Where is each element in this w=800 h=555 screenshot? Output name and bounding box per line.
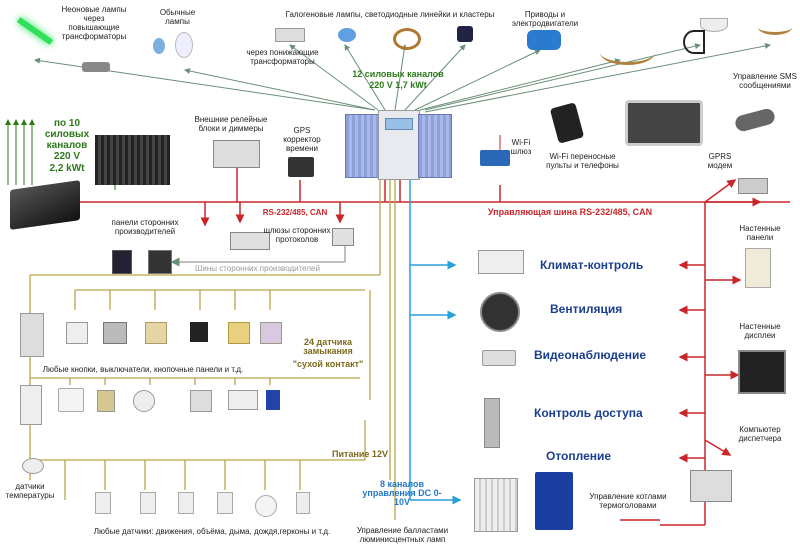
socket-7 (266, 390, 280, 410)
socket-4 (133, 390, 155, 412)
gprs-modem (738, 178, 768, 194)
relay-rack (95, 135, 170, 185)
camera-icon (482, 350, 516, 366)
neon-lamps-label: Неоновые лампы через повышающие трансфор… (61, 5, 127, 41)
wall-panel (745, 248, 771, 288)
wifi-gateway (480, 150, 510, 166)
heating-label: Отопление (546, 449, 612, 463)
sensor-2 (140, 492, 156, 514)
dry24-label: 24 датчика замыкания (303, 337, 353, 356)
socket-6 (228, 390, 258, 410)
wall-displays-label: Настенные дисплеи (739, 322, 781, 340)
socket-1 (20, 385, 42, 425)
sensor-4 (217, 492, 233, 514)
video-surveillance-label: Видеонаблюдение (534, 348, 647, 362)
control-bus-lines (72, 165, 790, 526)
sensor-1 (95, 492, 111, 514)
gps-label: GPS корректор времени (283, 126, 321, 153)
ac-unit-icon (478, 250, 524, 274)
wifi-gateway-label: Wi-Fi шлюз (510, 138, 532, 156)
fan-icon (480, 292, 520, 332)
power12-label: Питание 12V (332, 449, 388, 459)
boilers-label: Управление котлами термоголовами (589, 492, 667, 510)
button-panel-6 (228, 322, 250, 344)
ceiling-lamp-icon (700, 18, 728, 32)
bulb-icon-1 (153, 38, 165, 54)
voltage12-label: 220 V 1,7 kWt (369, 80, 427, 90)
transformer (82, 62, 110, 72)
third-party-panel-2 (148, 250, 172, 274)
chandelier-icon (600, 40, 655, 65)
boiler-icon (535, 472, 573, 530)
access-control-label: Контроль доступа (534, 406, 643, 420)
ordinary-lamps-label: Обычные лампы (159, 8, 196, 26)
socket-2 (58, 388, 84, 412)
radiator-icon (474, 478, 518, 532)
control-bus-label: Управляющая шина RS-232/485, CAN (487, 207, 653, 217)
temp-sensors-label: датчики температуры (5, 482, 55, 500)
channels12-label: 12 силовых каналов (352, 69, 444, 79)
ballast-label: Управление балластами люминисцентных лам… (356, 526, 449, 544)
dispatcher-computer (690, 470, 732, 502)
gps-device (288, 157, 314, 177)
step-down-transformer (275, 28, 305, 42)
sensors-label: Любые датчики: движения, объёма, дыма, д… (93, 527, 331, 536)
dispatcher-label: Компьютер диспетчера (738, 425, 782, 443)
gateway-2 (332, 228, 354, 246)
wall-display (738, 350, 786, 394)
button-panel-2 (66, 322, 88, 344)
drives-label: Приводы и электродвигатели (511, 10, 579, 28)
input-lines (29, 175, 396, 520)
dc8-label: 8 каналов управления DC 0-10V (362, 479, 442, 507)
third-panels-label: панели сторонних производителей (111, 218, 179, 236)
third-buses-label: Шины сторонних производителей (195, 264, 320, 273)
button-panel-4 (145, 322, 167, 344)
central-controller (345, 110, 452, 180)
gateway-1 (230, 232, 270, 250)
chandelier-small-icon (758, 20, 792, 35)
wall-panels-label: Настенные панели (739, 224, 781, 242)
third-party-panel-1 (112, 250, 132, 274)
relay-blocks-label: Внешние релейные блоки и диммеры (194, 115, 268, 133)
rs-can-left-label: RS-232/485, CAN (262, 208, 328, 217)
climate-control-label: Климат-контроль (540, 258, 644, 272)
socket-5 (190, 390, 212, 412)
channels10-label: по 10 силовых каналов (44, 118, 90, 151)
button-panel-1 (20, 313, 44, 357)
touch-panel (625, 100, 703, 146)
sensor-3 (178, 492, 194, 514)
sms-label: Управление SMS сообщениями (732, 72, 798, 90)
wifi-phones-label: Wi-Fi переносные пульты и телефоны (546, 152, 619, 170)
smoke-sensor (255, 495, 277, 517)
button-panel-7 (260, 322, 282, 344)
cluster-icon (457, 26, 473, 42)
wall-lamp-icon (683, 30, 705, 54)
halogen-icon (338, 28, 356, 42)
ventilation-label: Вентиляция (550, 302, 623, 316)
step-down-label: через понижающие трансформаторы (246, 48, 319, 66)
dc-control-line (409, 175, 462, 505)
bulb-icon-2 (175, 32, 193, 58)
turnstile-icon (484, 398, 500, 448)
dry-contact-label: "сухой контакт" (292, 359, 364, 369)
motor-icon (527, 30, 561, 50)
sensor-5 (296, 492, 310, 514)
relay-block (213, 140, 260, 168)
temp-sensor (22, 458, 44, 474)
button-panel-5 (190, 322, 208, 342)
gprs-label: GPRS модем (707, 152, 733, 170)
button-panel-3 (103, 322, 127, 344)
socket-3 (97, 390, 115, 412)
led-strip-icon (393, 28, 421, 50)
buttons-label: Любые кнопки, выключатели, кнопочные пан… (42, 365, 244, 374)
voltage10-label: 220 V (53, 151, 81, 162)
gateways-label: шлюзы сторонних протоколов (263, 226, 331, 244)
halogen-label: Галогеновые лампы, светодиодные линейки … (285, 10, 495, 19)
kw10-label: 2,2 kWt (49, 163, 85, 174)
